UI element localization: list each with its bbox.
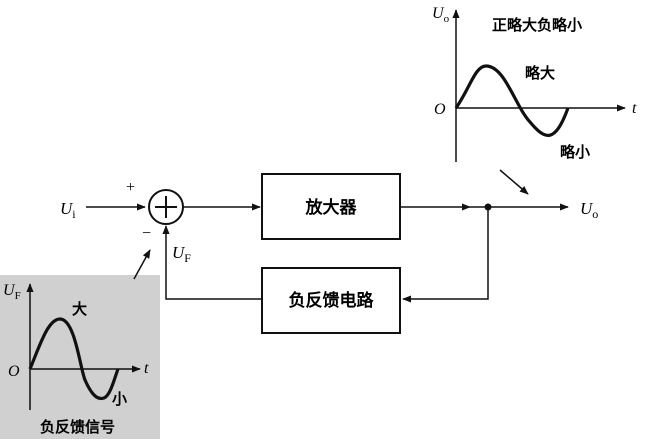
minus-sign: − (142, 225, 151, 242)
feedback-waveform-curve (28, 317, 120, 401)
feedback-inset-pointer-arrow (133, 249, 151, 280)
feedback-inset-peak-label: 大 (72, 300, 87, 318)
feedback-signal-label: UF (172, 243, 191, 265)
amplifier-label: 放大器 (305, 197, 358, 218)
feedback-return-wire (162, 225, 262, 300)
feedback-inset-origin-label: O (8, 363, 20, 380)
output-inset-origin-label: O (434, 101, 446, 118)
feedback-inset-caption: 负反馈信号 (40, 418, 115, 436)
output-waveform-curve (454, 64, 570, 137)
output-inset-peak-label: 略大 (525, 64, 555, 82)
plus-sign: + (126, 179, 135, 196)
output-inset-y-axis-label: Uo (432, 5, 450, 25)
feedback-network-label: 负反馈电路 (289, 290, 375, 311)
feedback-takeoff-wire (420, 207, 489, 300)
feedback-waveform-inset: UF t O 大 小 负反馈信号 (3, 282, 149, 436)
output-signal-label: Uo (580, 199, 598, 221)
feedback-inset-trough-label: 小 (112, 390, 127, 408)
feedback-inset-y-axis-label: UF (3, 282, 21, 302)
input-signal-label: Ui (60, 199, 76, 221)
output-inset-x-axis-label: t (632, 100, 637, 117)
feedback-network-block (261, 267, 401, 334)
feedback-inset-x-axis-label: t (144, 360, 149, 377)
output-inset-trough-label: 略小 (560, 143, 590, 161)
output-inset-pointer-arrow (499, 169, 529, 195)
output-waveform-inset: Uo t O 正略大负略小 略大 略小 (432, 5, 637, 162)
output-inset-title: 正略大负略小 (492, 16, 582, 34)
summing-junction (148, 189, 184, 225)
